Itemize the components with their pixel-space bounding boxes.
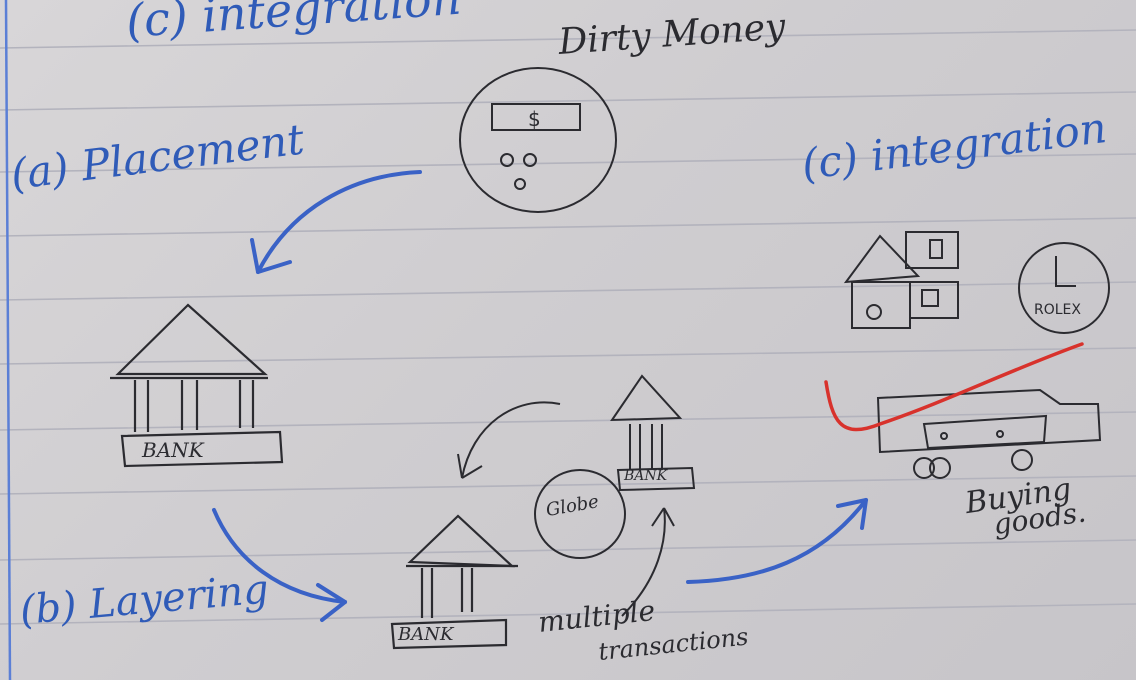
dirty-money-icon: $ [459, 67, 617, 213]
integration-arrow [686, 498, 868, 584]
svg-text:$: $ [528, 107, 541, 131]
layering-bank-icon [390, 514, 518, 650]
house-icon [843, 231, 959, 329]
layering-arrow [212, 508, 347, 622]
placement-arrow [250, 170, 422, 274]
layering-bank-label: BANK [398, 624, 454, 645]
bank-label: BANK [142, 438, 204, 462]
red-check-mark [824, 342, 1084, 432]
transfer-arrow [457, 401, 675, 617]
globe-icon [534, 469, 626, 559]
watch-icon: ROLEX [1018, 242, 1110, 334]
svg-text:ROLEX: ROLEX [1034, 302, 1081, 318]
offshore-bank-icon [610, 374, 696, 492]
bank-icon [110, 303, 284, 468]
offshore-bank-label: BANK [624, 468, 668, 484]
car-icon [876, 388, 1102, 479]
